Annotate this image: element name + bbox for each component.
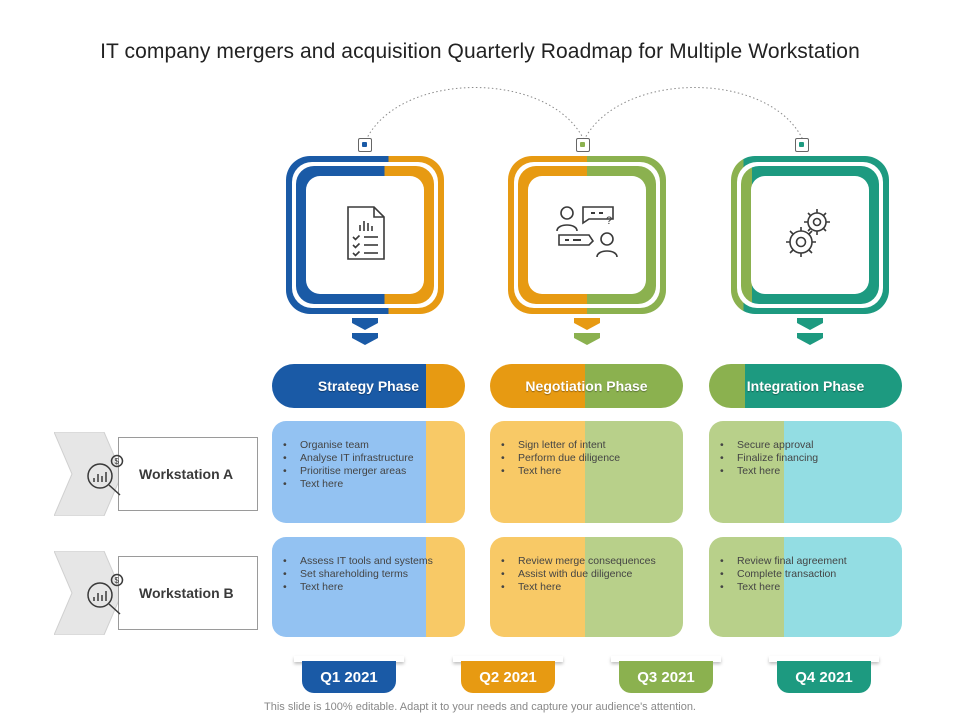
quarter-tab-bar: [294, 656, 404, 662]
workstation-label: Workstation A: [139, 466, 234, 482]
list-item: Text here: [501, 465, 675, 478]
list-item: Secure approval: [720, 439, 894, 452]
quarter-label: Q3 2021: [637, 668, 695, 686]
chevron-down-icon: [797, 318, 823, 330]
slide-title: IT company mergers and acquisition Quart…: [100, 40, 860, 63]
cell-a-integration: Secure approval Finalize financing Text …: [709, 421, 902, 523]
quarter-tab-q3: Q3 2021: [619, 661, 713, 693]
quarter-tab-q4: Q4 2021: [777, 661, 871, 693]
quarter-label: Q1 2021: [320, 668, 378, 686]
chevron-down-icon: [797, 333, 823, 345]
svg-text:$: $: [115, 576, 120, 585]
analysis-magnifier-icon: $: [84, 454, 126, 501]
list-item: Set shareholding terms: [283, 568, 457, 581]
phase-label: Negotiation Phase: [525, 378, 648, 394]
svg-text:?: ?: [606, 215, 612, 227]
gears-icon: [783, 206, 837, 265]
list-item: Finalize financing: [720, 452, 894, 465]
negotiation-tile: ?: [508, 156, 666, 314]
strategy-tile: [286, 156, 444, 314]
cell-b-negotiation: Review merge consequences Assist with du…: [490, 537, 683, 637]
connector-dot-strategy: [358, 138, 372, 152]
footer-note: This slide is 100% editable. Adapt it to…: [264, 701, 696, 713]
quarter-tab-bar: [611, 656, 721, 662]
list-item: Perform due diligence: [501, 452, 675, 465]
list-item: Text here: [501, 581, 675, 594]
list-item: Text here: [720, 581, 894, 594]
phase-label: Integration Phase: [746, 378, 865, 394]
quarter-tab-bar: [453, 656, 563, 662]
cell-a-strategy: Organise team Analyse IT infrastructure …: [272, 421, 465, 523]
chevron-down-icon: [352, 333, 378, 345]
quarter-tab-q2: Q2 2021: [461, 661, 555, 693]
workstation-label: Workstation B: [139, 585, 234, 601]
list-item: Review merge consequences: [501, 555, 675, 568]
phase-label: Strategy Phase: [317, 378, 420, 394]
quarter-tab-bar: [769, 656, 879, 662]
svg-text:$: $: [115, 457, 120, 466]
phase-header-strategy: Strategy Phase: [272, 364, 465, 408]
chevron-down-icon: [574, 318, 600, 330]
report-document-icon: [342, 205, 388, 266]
phase-header-integration: Integration Phase: [709, 364, 902, 408]
analysis-magnifier-icon: $: [84, 573, 126, 620]
quarter-tab-q1: Q1 2021: [302, 661, 396, 693]
list-item: Text here: [720, 465, 894, 478]
cell-b-integration: Review final agreement Complete transact…: [709, 537, 902, 637]
chevron-down-icon: [574, 333, 600, 345]
phase-header-negotiation: Negotiation Phase: [490, 364, 683, 408]
connector-dot-integration: [795, 138, 809, 152]
chevron-down-icon: [352, 318, 378, 330]
list-item: Prioritise merger areas: [283, 465, 457, 478]
list-item: Analyse IT infrastructure: [283, 452, 457, 465]
list-item: Review final agreement: [720, 555, 894, 568]
workstation-a-label-box: Workstation A: [118, 437, 258, 511]
workstation-b-label-box: Workstation B: [118, 556, 258, 630]
quarter-label: Q2 2021: [479, 668, 537, 686]
cell-a-negotiation: Sign letter of intent Perform due dilige…: [490, 421, 683, 523]
list-item: Sign letter of intent: [501, 439, 675, 452]
cell-b-strategy: Assess IT tools and systems Set sharehol…: [272, 537, 465, 637]
list-item: Text here: [283, 581, 457, 594]
list-item: Text here: [283, 478, 457, 491]
list-item: Complete transaction: [720, 568, 894, 581]
quarter-label: Q4 2021: [795, 668, 853, 686]
list-item: Organise team: [283, 439, 457, 452]
list-item: Assess IT tools and systems: [283, 555, 457, 568]
integration-tile: [731, 156, 889, 314]
connector-dot-negotiation: [576, 138, 590, 152]
list-item: Assist with due diligence: [501, 568, 675, 581]
people-chat-icon: ?: [555, 203, 619, 268]
